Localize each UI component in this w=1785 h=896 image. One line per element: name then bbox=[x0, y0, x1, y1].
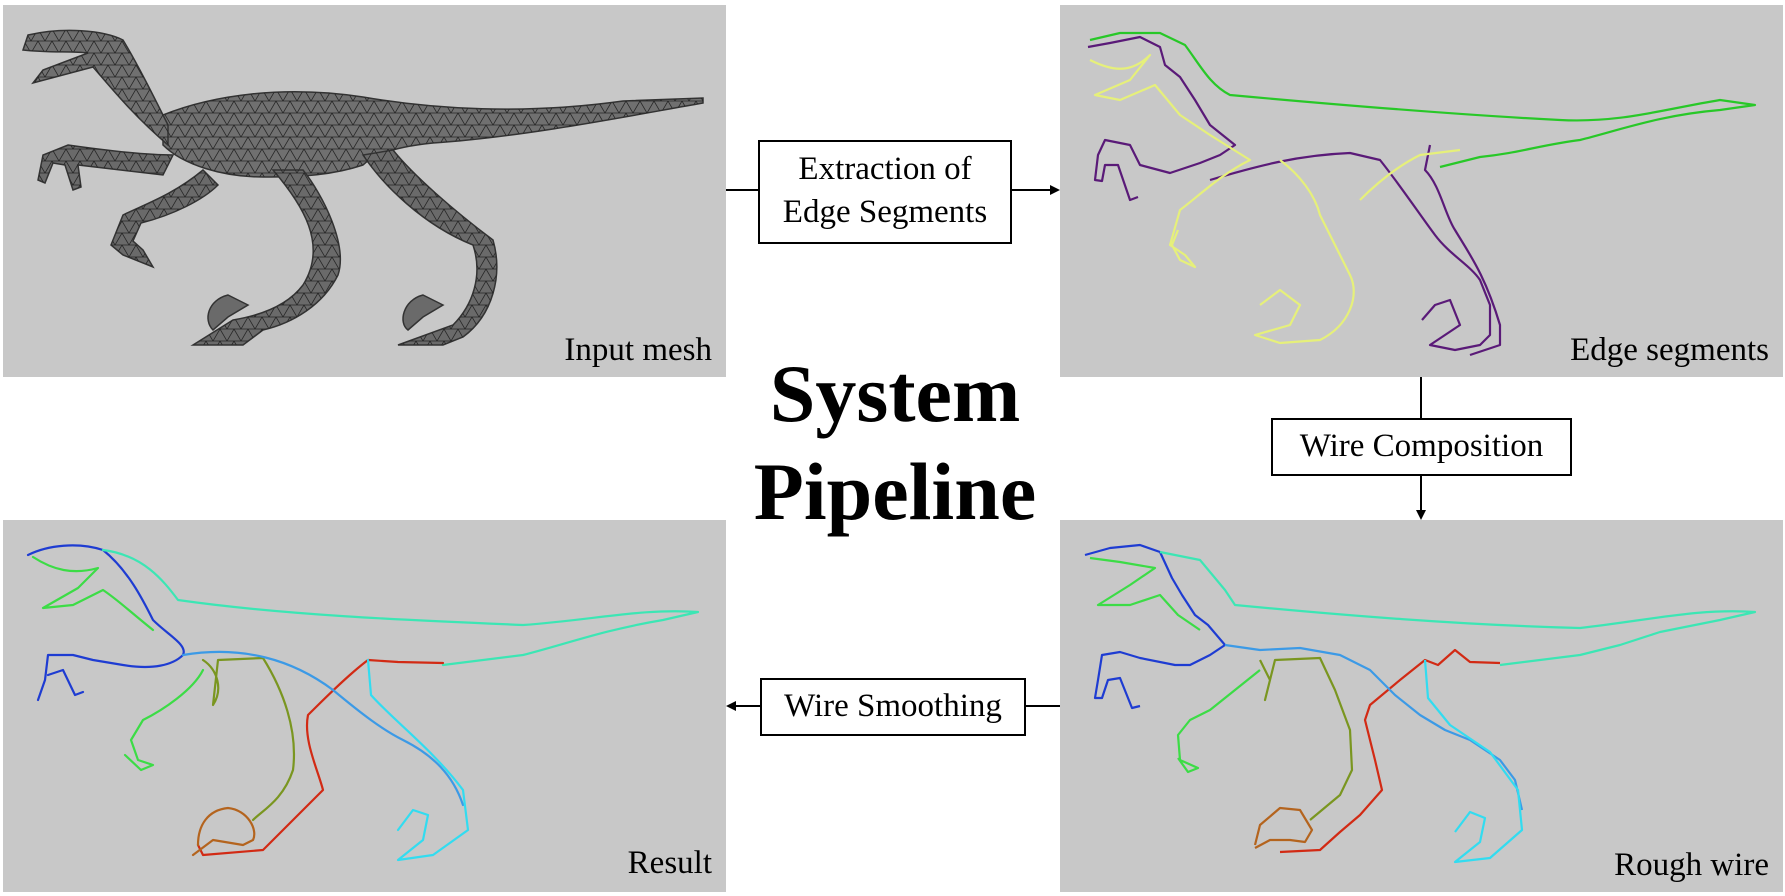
edge-segments-panel: Edge segments bbox=[1060, 5, 1783, 377]
rough-wire-drawing bbox=[1084, 543, 1757, 864]
input-mesh-panel: Input mesh bbox=[3, 5, 726, 377]
result-panel: Result bbox=[3, 520, 726, 892]
rough-wire-label: Rough wire bbox=[1614, 847, 1769, 883]
edge-segment-yellow-3 bbox=[1359, 148, 1461, 201]
edge-segment-green bbox=[1089, 31, 1757, 169]
rough-wire-panel: Rough wire bbox=[1060, 520, 1783, 892]
extraction-step-line2: Edge Segments bbox=[782, 194, 988, 230]
result-wire-olive bbox=[201, 656, 295, 822]
result-wire-red bbox=[196, 658, 445, 857]
pipeline-title-line1: System bbox=[769, 348, 1021, 439]
result-wire-drawing bbox=[26, 544, 700, 862]
rough-wire-green-head bbox=[1089, 556, 1201, 631]
rough-wire-olive bbox=[1259, 656, 1354, 821]
rough-wire-red bbox=[1279, 648, 1501, 854]
edge-segments-label: Edge segments bbox=[1570, 332, 1769, 368]
rough-wire-sky bbox=[1224, 643, 1524, 811]
edge-segment-purple-3 bbox=[1423, 144, 1502, 357]
edge-segment-purple-1 bbox=[1087, 35, 1237, 202]
extraction-step-box: Extraction of Edge Segments bbox=[758, 140, 1012, 244]
result-wire-green-head bbox=[31, 555, 155, 632]
extraction-step-line1: Extraction of bbox=[798, 151, 972, 187]
edge-segment-yellow-1 bbox=[1089, 53, 1252, 269]
result-label: Result bbox=[627, 845, 712, 881]
input-mesh-label: Input mesh bbox=[564, 332, 712, 368]
mesh-body bbox=[21, 29, 704, 346]
result-wire-cyan bbox=[366, 658, 470, 862]
result-wire-sky bbox=[181, 650, 465, 807]
input-mesh-raptor bbox=[21, 29, 704, 346]
pipeline-title-line2: Pipeline bbox=[753, 446, 1037, 537]
edge-segment-purple-2 bbox=[1209, 151, 1492, 352]
rough-wire-cyan bbox=[1423, 659, 1524, 864]
pipeline-title: System Pipeline bbox=[700, 345, 1090, 541]
rough-wire-blue bbox=[1084, 543, 1227, 710]
smoothing-step-box: Wire Smoothing bbox=[760, 678, 1026, 736]
result-wire-green-arm bbox=[123, 668, 205, 772]
edge-segment-yellow-2 bbox=[1253, 159, 1355, 345]
result-wire-brown bbox=[191, 806, 256, 857]
result-wire-blue bbox=[26, 544, 185, 702]
composition-step-box: Wire Composition bbox=[1271, 418, 1572, 476]
rough-wire-green-arm bbox=[1176, 669, 1261, 774]
result-wire-teal bbox=[101, 548, 700, 667]
edge-segments-drawing bbox=[1087, 31, 1757, 357]
rough-wire-teal bbox=[1159, 550, 1757, 667]
rough-wire-brown bbox=[1253, 806, 1314, 849]
